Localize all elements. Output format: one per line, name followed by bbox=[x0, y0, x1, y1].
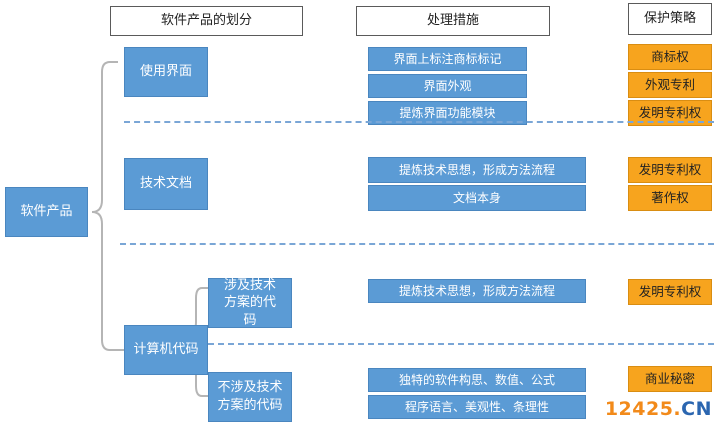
measure-code-nontech-2: 程序语言、美观性、条理性 bbox=[368, 395, 586, 419]
category-ui: 使用界面 bbox=[124, 47, 208, 97]
watermark-dot: . bbox=[673, 398, 682, 420]
measure-ui-1: 界面上标注商标标记 bbox=[368, 47, 527, 71]
strategy-code-nontech-1: 商业秘密 bbox=[628, 366, 712, 392]
watermark-tld: CN bbox=[681, 398, 712, 420]
measure-code-tech-1: 提炼技术思想，形成方法流程 bbox=[368, 279, 586, 303]
header-division: 软件产品的划分 bbox=[110, 6, 303, 36]
category-docs: 技术文档 bbox=[124, 158, 208, 210]
separator-ui-docs bbox=[124, 121, 714, 123]
header-strategy: 保护策略 bbox=[628, 3, 712, 35]
watermark-number: 12425 bbox=[604, 398, 674, 420]
measure-doc-2: 文档本身 bbox=[368, 185, 586, 211]
header-measures: 处理措施 bbox=[356, 6, 550, 36]
measure-code-nontech-1: 独特的软件构思、数值、公式 bbox=[368, 368, 586, 392]
measure-ui-2: 界面外观 bbox=[368, 74, 527, 98]
strategy-doc-2: 著作权 bbox=[628, 185, 712, 211]
strategy-doc-1: 发明专利权 bbox=[628, 157, 712, 183]
strategy-ui-2: 外观专利 bbox=[628, 72, 712, 98]
category-code-tech: 涉及技术方案的代码 bbox=[208, 278, 292, 328]
root-brace bbox=[91, 61, 124, 351]
strategy-ui-1: 商标权 bbox=[628, 44, 712, 70]
strategy-code-tech-1: 发明专利权 bbox=[628, 279, 712, 305]
separator-code-subgroups bbox=[208, 343, 714, 345]
site-watermark: 12425.CN bbox=[605, 398, 712, 420]
category-code: 计算机代码 bbox=[124, 325, 208, 375]
separator-docs-code bbox=[120, 243, 714, 245]
category-code-nontech: 不涉及技术方案的代码 bbox=[208, 372, 292, 422]
root-node: 软件产品 bbox=[5, 187, 88, 237]
measure-doc-1: 提炼技术思想，形成方法流程 bbox=[368, 157, 586, 183]
